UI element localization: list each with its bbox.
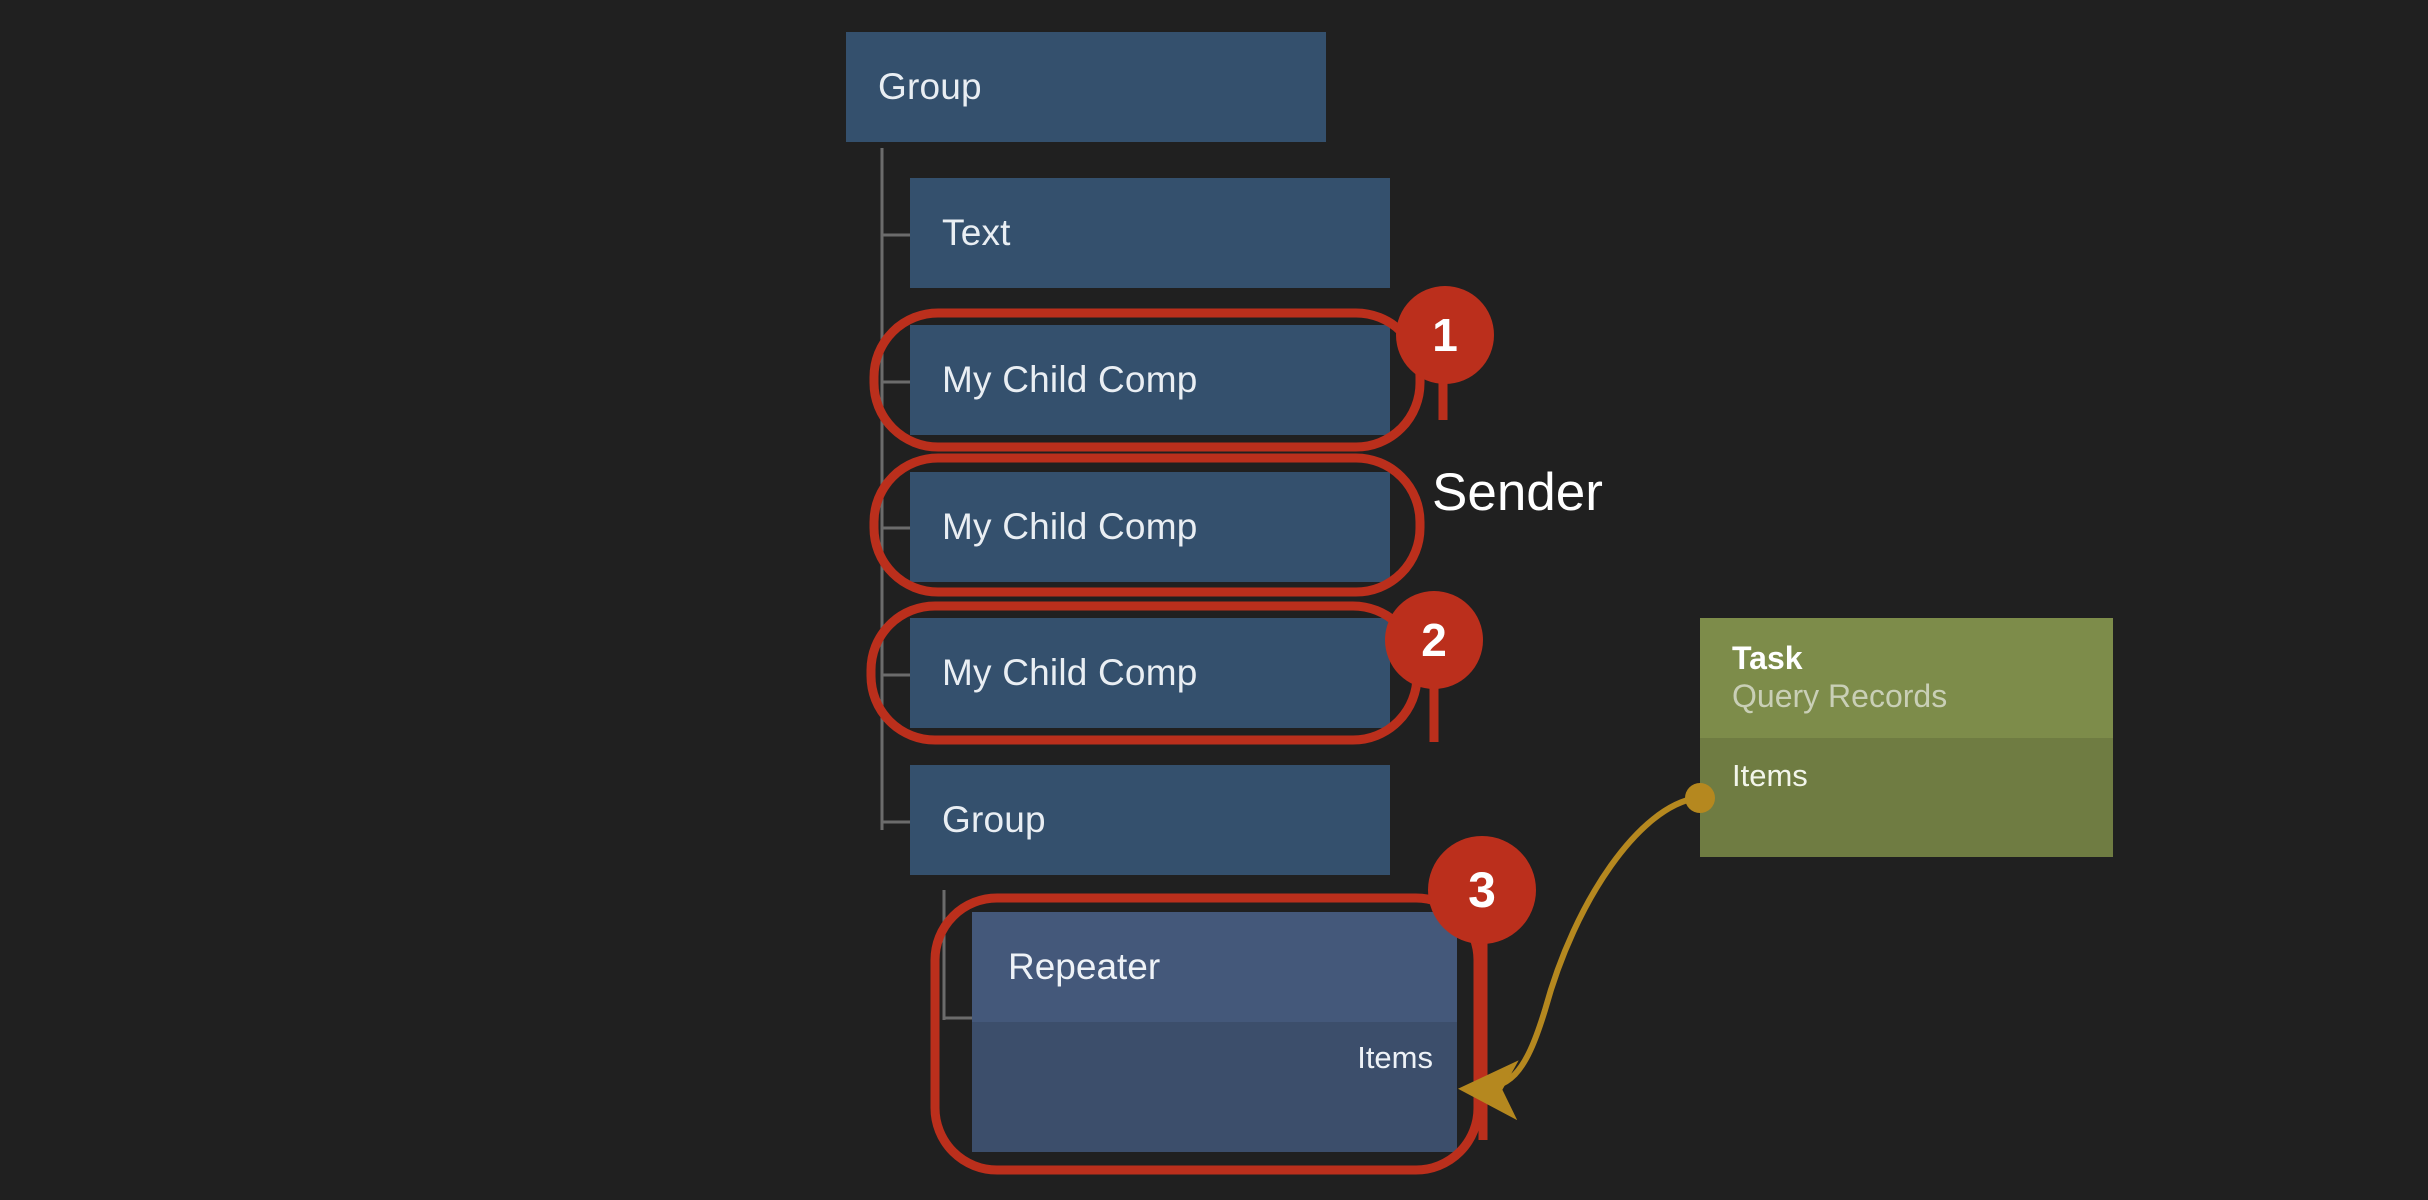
- repeater-items-port[interactable]: Items: [972, 1022, 1457, 1076]
- task-items-label: Items: [1732, 758, 1808, 793]
- annotation-badge-number: 1: [1432, 309, 1458, 361]
- repeater-title: Repeater: [1008, 946, 1161, 987]
- tree-node-my-child-comp-1[interactable]: My Child Comp: [910, 325, 1390, 435]
- task-body: Items: [1700, 738, 2113, 857]
- tree-node-label: Group: [942, 799, 1046, 840]
- repeater-header: Repeater: [972, 912, 1457, 1022]
- tree-node-group-nested[interactable]: Group: [910, 765, 1390, 875]
- repeater-items-label: Items: [1357, 1040, 1433, 1075]
- repeater-body: Items: [972, 1022, 1457, 1152]
- task-subtitle: Query Records: [1732, 678, 1948, 714]
- task-items-port[interactable]: Items: [1732, 738, 1808, 794]
- tree-node-my-child-comp-2[interactable]: My Child Comp: [910, 472, 1390, 582]
- task-title: Task: [1732, 640, 1803, 677]
- tree-node-text[interactable]: Text: [910, 178, 1390, 288]
- annotation-badge-1[interactable]: 1: [1396, 286, 1494, 384]
- tree-node-label: My Child Comp: [942, 506, 1198, 547]
- tree-node-my-child-comp-3[interactable]: My Child Comp: [910, 618, 1390, 728]
- tree-node-group-root[interactable]: Group: [846, 32, 1326, 142]
- tree-node-label: My Child Comp: [942, 359, 1198, 400]
- annotation-badge-number: 3: [1468, 862, 1496, 918]
- annotation-badge-3[interactable]: 3: [1428, 836, 1536, 944]
- annotation-badge-number: 2: [1421, 614, 1447, 666]
- task-node[interactable]: Task Query Records Items: [1700, 618, 2113, 857]
- annotation-label-sender: Sender: [1432, 462, 1603, 523]
- annotation-badge-2[interactable]: 2: [1385, 591, 1483, 689]
- task-header: Task Query Records: [1700, 618, 2113, 738]
- annotation-label-text: Sender: [1432, 463, 1603, 522]
- tree-node-label: Text: [942, 212, 1011, 253]
- tree-node-repeater[interactable]: Repeater Items: [972, 912, 1457, 1152]
- tree-node-label: My Child Comp: [942, 652, 1198, 693]
- tree-node-label: Group: [878, 66, 982, 107]
